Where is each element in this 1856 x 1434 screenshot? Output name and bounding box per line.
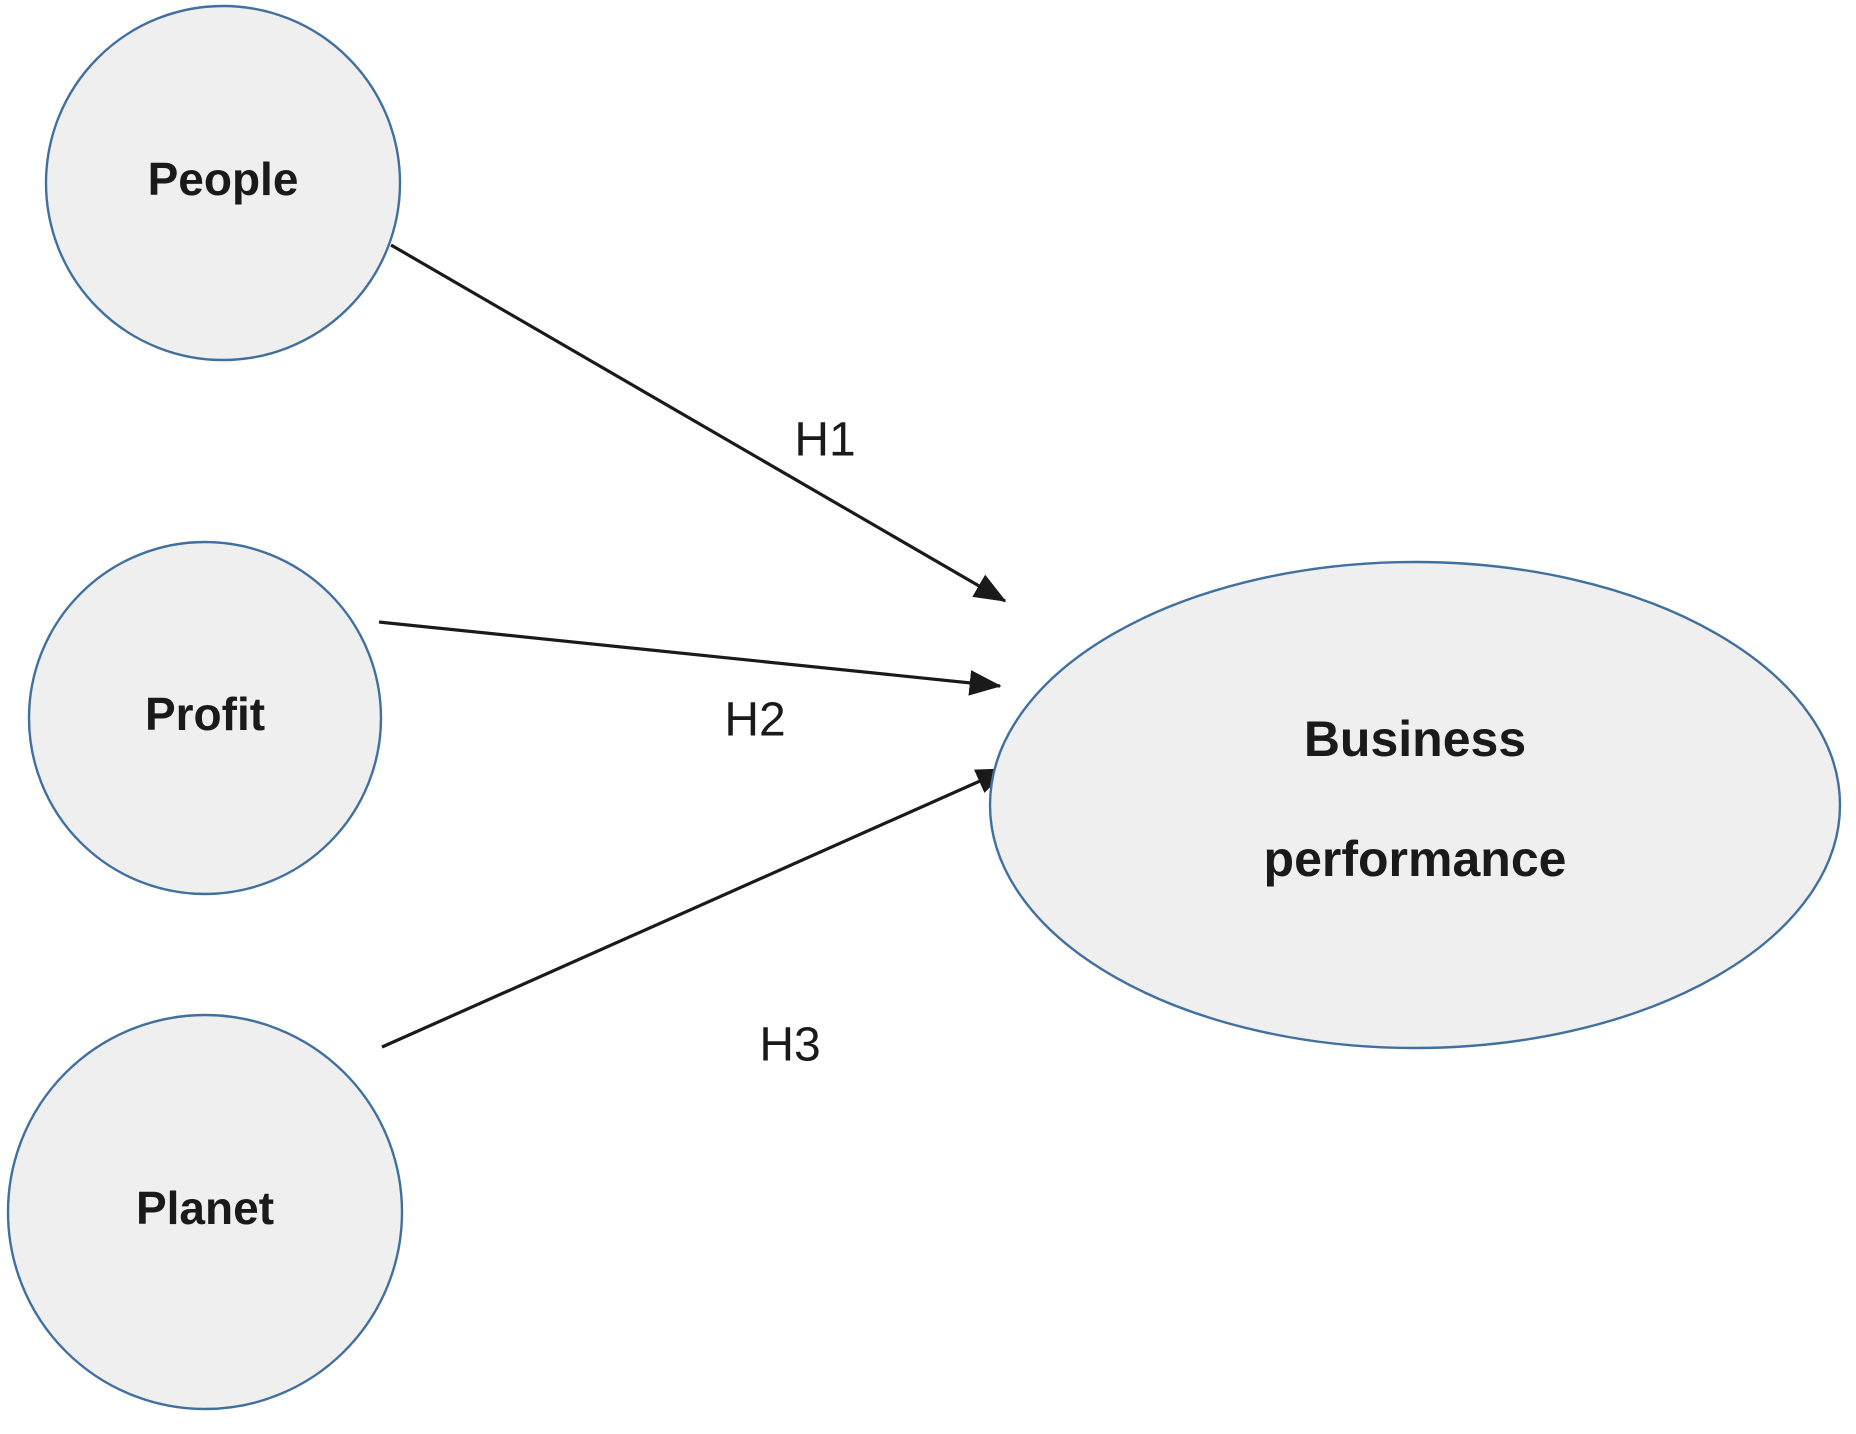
edge-labels-layer: H1 H2 H3 bbox=[724, 414, 855, 1072]
people-circle[interactable] bbox=[44, 4, 402, 362]
edge-h2-line[interactable] bbox=[378, 620, 1002, 696]
edge-h1[interactable] bbox=[390, 243, 1007, 603]
profit-label: Profit bbox=[145, 688, 265, 740]
planet-circle[interactable] bbox=[6, 1013, 404, 1411]
edge-h1-line[interactable] bbox=[390, 243, 1007, 603]
edges-layer bbox=[378, 243, 1009, 1049]
edge-h3-line[interactable] bbox=[381, 767, 1009, 1049]
people-label: People bbox=[148, 153, 299, 205]
nodes-layer: People Profit Planet Business performanc… bbox=[6, 4, 1842, 1411]
profit-circle[interactable] bbox=[27, 540, 383, 896]
business-performance-ellipse[interactable] bbox=[988, 560, 1842, 1050]
edge-h3-label: H3 bbox=[759, 1019, 820, 1072]
edge-h2[interactable] bbox=[378, 620, 1002, 696]
node-business-performance[interactable]: Business performance bbox=[988, 560, 1842, 1050]
node-people[interactable]: People bbox=[44, 4, 402, 362]
planet-label: Planet bbox=[136, 1182, 274, 1234]
edge-h1-label: H1 bbox=[794, 414, 855, 467]
node-profit[interactable]: Profit bbox=[27, 540, 383, 896]
edge-h3[interactable] bbox=[381, 767, 1009, 1049]
edge-h2-label: H2 bbox=[724, 694, 785, 747]
node-planet[interactable]: Planet bbox=[6, 1013, 404, 1411]
business-performance-label-line1: Business bbox=[1304, 711, 1526, 767]
business-performance-label-line2: performance bbox=[1264, 831, 1567, 887]
